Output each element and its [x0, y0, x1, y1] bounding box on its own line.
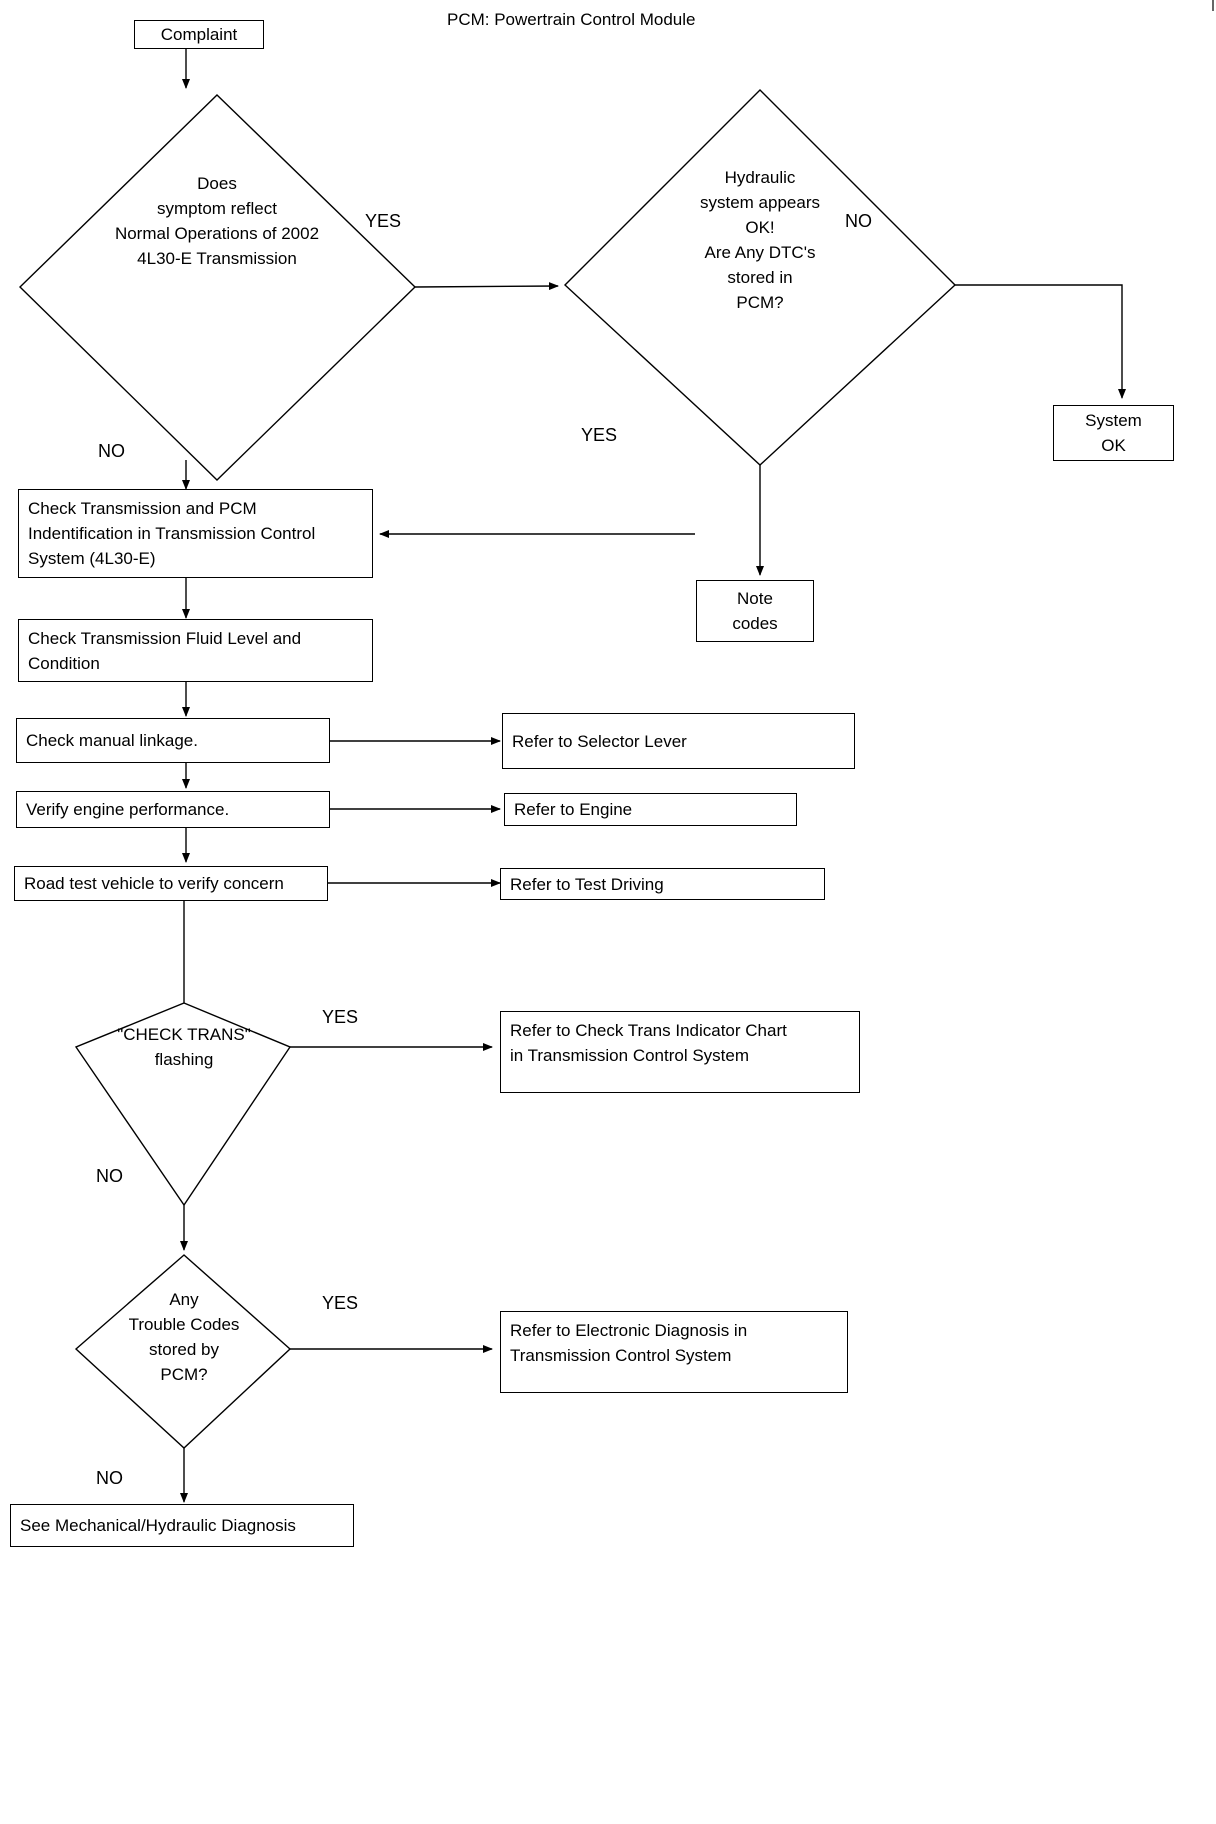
decision-normal-ops-shape — [18, 94, 417, 481]
node-refer-to-selector-lever[interactable]: Refer to Selector Lever — [502, 713, 855, 769]
node-refer-to-test-driving[interactable]: Refer to Test Driving — [500, 868, 825, 900]
node-complaint[interactable]: Complaint — [134, 20, 264, 49]
edge-label-normal-ops-no: NO — [98, 441, 125, 461]
decision-check-trans-flashing-label: "CHECK TRANS" flashing — [117, 1025, 251, 1069]
node-see-mechanical-hydraulic-diagnosis[interactable]: See Mechanical/Hydraulic Diagnosis — [10, 1504, 354, 1547]
decision-hydraulic-label: Hydraulic system appears OK! Are Any DTC… — [700, 168, 820, 312]
edge-label-check-trans-yes: YES — [322, 1007, 359, 1027]
edge-normal-ops-yes — [414, 282, 559, 291]
edge-label-trouble-codes-yes: YES — [322, 1293, 359, 1313]
node-refer-to-check-trans-indicator-chart[interactable]: Refer to Check Trans Indicator Chart in … — [500, 1011, 860, 1093]
decision-normal-ops-label: Does symptom reflect Normal Operations o… — [114, 174, 320, 268]
node-refer-to-electronic-diagnosis[interactable]: Refer to Electronic Diagnosis in Transmi… — [500, 1311, 848, 1393]
node-system-ok[interactable]: System OK — [1053, 405, 1174, 461]
node-road-test-vehicle[interactable]: Road test vehicle to verify concern — [14, 866, 328, 901]
page-title: PCM: Powertrain Control Module — [447, 10, 696, 29]
node-check-transmission-fluid[interactable]: Check Transmission Fluid Level and Condi… — [18, 619, 373, 682]
decision-trouble-codes-label: Any Trouble Codes stored by PCM? — [128, 1290, 240, 1384]
edge-label-trouble-codes-no: NO — [96, 1468, 123, 1488]
edge-label-normal-ops-yes: YES — [365, 211, 402, 231]
edge-hydraulic-no — [955, 284, 1126, 399]
edge-label-hydraulic-yes: YES — [581, 425, 618, 445]
edge-label-hydraulic-no: NO — [845, 211, 872, 231]
edge-label-check-trans-no: NO — [96, 1166, 123, 1186]
node-refer-to-engine[interactable]: Refer to Engine — [504, 793, 797, 826]
node-check-transmission-pcm-identification[interactable]: Check Transmission and PCM Indentificati… — [18, 489, 373, 578]
node-verify-engine-performance[interactable]: Verify engine performance. — [16, 791, 330, 828]
node-check-manual-linkage[interactable]: Check manual linkage. — [16, 718, 330, 763]
node-note-codes[interactable]: Note codes — [696, 580, 814, 642]
